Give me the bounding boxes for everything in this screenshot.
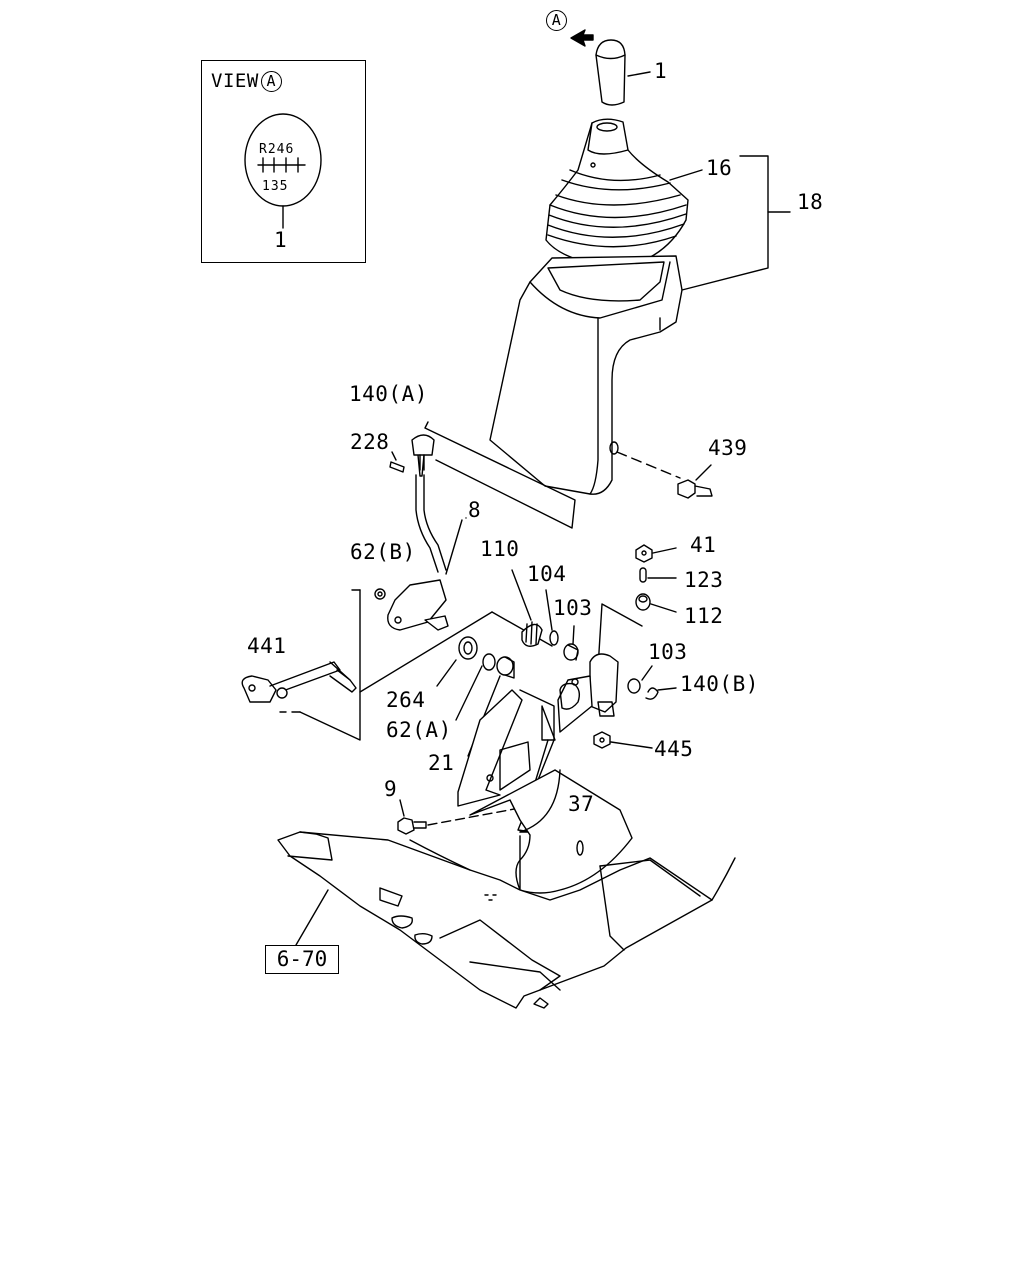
callout-62a: 62(A): [386, 718, 452, 742]
washer-264: [436, 636, 478, 687]
callout-140a: 140(A): [349, 382, 428, 406]
callout-112: 112: [684, 604, 724, 628]
floor-tunnel: [277, 769, 736, 1009]
callout-140b: 140(B): [680, 672, 759, 696]
callout-18: 18: [797, 190, 824, 214]
callout-41: 41: [690, 533, 717, 557]
knob-shift-pattern-top: R246: [259, 142, 295, 157]
nut-62b: [374, 588, 386, 600]
shift-boot: [545, 118, 703, 266]
knob-shift-pattern-bottom: 135: [262, 179, 289, 194]
clip-140b: [645, 687, 677, 700]
callout-37: 37: [568, 792, 595, 816]
callout-1: 1: [654, 59, 668, 83]
collar-103-upper: [563, 625, 579, 661]
callout-103-upper: 103: [553, 596, 593, 620]
callout-228: 228: [350, 430, 390, 454]
console-cover: [489, 255, 683, 495]
view-word: VIEW: [211, 70, 259, 92]
callout-445: 445: [654, 737, 694, 761]
callout-62b: 62(B): [350, 540, 416, 564]
callout-103-lower: 103: [648, 640, 688, 664]
nut-445: [593, 731, 653, 749]
spring-110: [511, 569, 543, 647]
clip-104: [545, 589, 559, 646]
callout-16: 16: [706, 156, 733, 180]
inset-knob-top-view: [244, 113, 322, 229]
view-marker-letter: A: [546, 9, 567, 31]
pin-123: [639, 567, 677, 583]
callout-9: 9: [384, 777, 398, 801]
nut-41: [635, 544, 677, 563]
collar-103-lower: [627, 665, 653, 694]
bushing-112: [635, 593, 677, 613]
bushing-62a: [455, 653, 496, 721]
callout-8: 8: [468, 498, 482, 522]
pin-228: [389, 451, 405, 473]
view-marker-a: A: [544, 8, 567, 31]
lever-441: [241, 661, 357, 703]
shift-rod-8: [387, 434, 467, 631]
callout-110: 110: [480, 537, 520, 561]
view-direction-arrow: [570, 29, 594, 47]
callout-439: 439: [708, 436, 748, 460]
callout-21: 21: [428, 751, 455, 775]
reference-box-6-70[interactable]: 6-70: [265, 945, 339, 974]
callout-264: 264: [386, 688, 426, 712]
bolt-439: [677, 464, 713, 499]
assembly-guide-line-b: [299, 589, 361, 741]
assembly-guide-line-a: [424, 421, 576, 529]
callout-104: 104: [527, 562, 567, 586]
guide-line-c: [597, 603, 643, 669]
bolt-9: [397, 799, 521, 835]
inset-callout-1: 1: [274, 228, 288, 252]
shift-knob: [595, 39, 651, 106]
view-inset-box: [201, 60, 366, 263]
callout-441: 441: [247, 634, 287, 658]
callout-123: 123: [684, 568, 724, 592]
view-inset-letter: A: [260, 71, 282, 92]
